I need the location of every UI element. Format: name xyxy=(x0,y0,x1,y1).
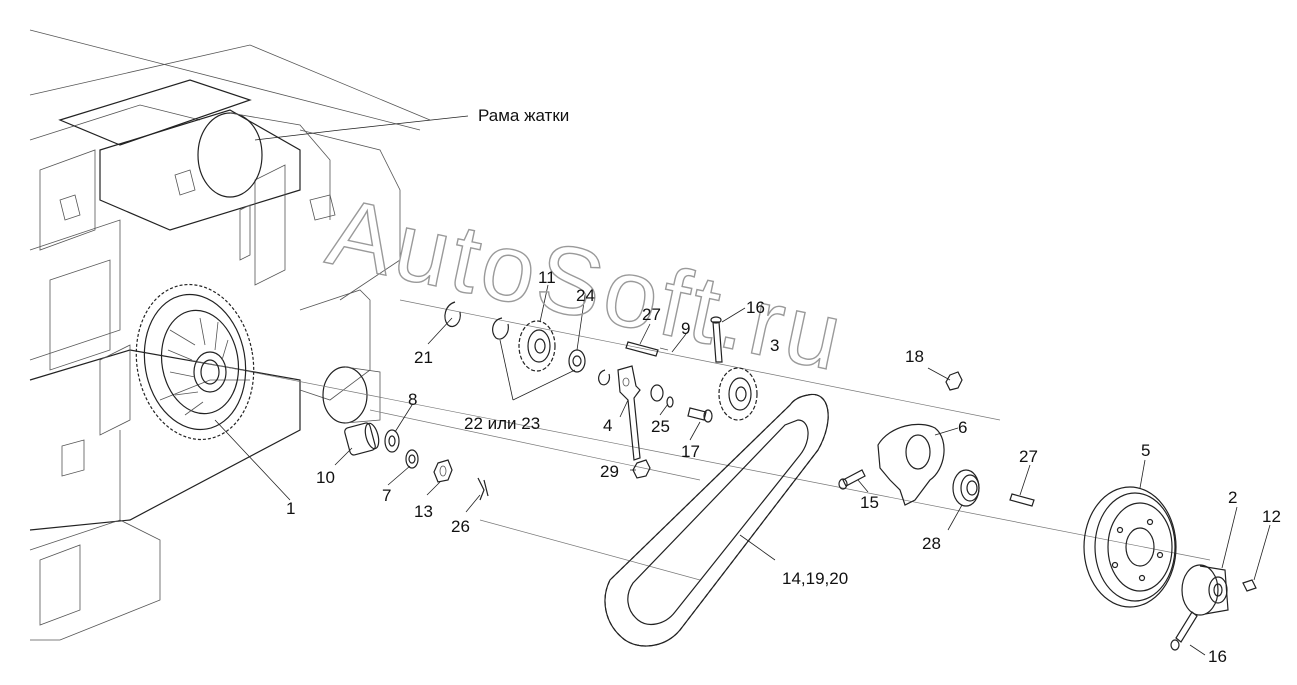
part-4-tensioner-arm xyxy=(617,365,641,461)
part-25-nut xyxy=(650,384,674,408)
label-part-15: 15 xyxy=(860,493,879,512)
leader-lines xyxy=(214,115,1271,656)
part-16-bolt-upper xyxy=(710,316,723,363)
label-part-3: 3 xyxy=(770,336,779,355)
label-part-16-upper: 16 xyxy=(746,298,765,317)
part-labels: Рама жатки 1 10 8 7 13 26 21 22 или 23 1… xyxy=(286,106,1281,666)
part-8-washer xyxy=(384,429,400,453)
part-1-large-sprocket xyxy=(135,283,255,441)
label-part-14-19-20: 14,19,20 xyxy=(782,569,848,588)
label-part-11: 11 xyxy=(538,268,556,287)
label-part-29: 29 xyxy=(600,462,619,481)
watermark: AutoSoft.ru xyxy=(319,178,854,392)
part-10-bushing xyxy=(344,422,380,456)
part-27-pin-upper xyxy=(625,341,669,357)
label-part-22-23: 22 или 23 xyxy=(464,414,540,433)
label-part-9: 9 xyxy=(681,319,690,338)
label-part-17: 17 xyxy=(681,442,700,461)
label-part-18: 18 xyxy=(905,347,924,366)
label-part-27-lower: 27 xyxy=(1019,447,1038,466)
label-part-5: 5 xyxy=(1141,441,1150,460)
label-part-10: 10 xyxy=(316,468,335,487)
label-part-28: 28 xyxy=(922,534,941,553)
part-15-bolt xyxy=(838,469,866,490)
label-part-12: 12 xyxy=(1262,507,1281,526)
label-part-2: 2 xyxy=(1228,488,1237,507)
label-part-16-lower: 16 xyxy=(1208,647,1227,666)
part-26-cotter-pin xyxy=(477,477,489,501)
retaining-ring-small xyxy=(598,369,611,386)
part-13-nut xyxy=(433,459,453,483)
label-part-13: 13 xyxy=(414,502,433,521)
part-28-bearing xyxy=(952,469,980,507)
part-16-bolt-lower xyxy=(1170,611,1198,651)
label-part-7: 7 xyxy=(382,486,391,505)
label-part-21: 21 xyxy=(414,348,433,367)
assembly-axis-lines xyxy=(189,299,1211,581)
part-17-bolt xyxy=(687,407,713,423)
part-11-sprocket xyxy=(518,320,556,372)
label-part-1: 1 xyxy=(286,499,295,518)
label-part-24: 24 xyxy=(576,286,595,305)
frame-label: Рама жатки xyxy=(478,106,569,125)
part-3-sprocket xyxy=(718,367,758,421)
label-part-25: 25 xyxy=(651,417,670,436)
label-part-27-upper: 27 xyxy=(642,305,661,324)
label-part-8: 8 xyxy=(408,390,417,409)
label-part-4: 4 xyxy=(603,416,612,435)
part-7-washer xyxy=(405,449,419,469)
part-14-19-20-roller-chain xyxy=(604,393,829,647)
part-22-23-ring xyxy=(492,317,509,340)
part-21-retaining-ring xyxy=(444,301,461,328)
label-part-26: 26 xyxy=(451,517,470,536)
part-6-bracket xyxy=(877,423,945,506)
part-24-bearing xyxy=(568,349,586,373)
part-27-pin-lower xyxy=(1009,493,1035,507)
header-frame-drawing xyxy=(29,29,431,641)
part-2-hub xyxy=(1181,564,1229,616)
part-5-pulley xyxy=(1083,486,1177,608)
part-12-bolt xyxy=(1242,579,1257,592)
label-part-6: 6 xyxy=(958,418,967,437)
part-18-nut xyxy=(945,371,963,391)
